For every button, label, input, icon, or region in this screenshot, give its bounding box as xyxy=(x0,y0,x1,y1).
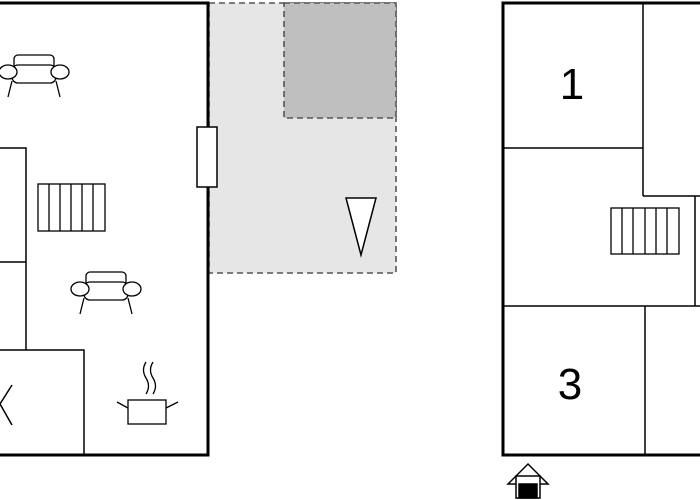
stairs-icon xyxy=(610,207,680,255)
cooking-pot-icon xyxy=(116,361,179,425)
entrance-icon xyxy=(506,462,550,499)
terrace-shaded-area xyxy=(283,2,397,119)
upper-floor-outline xyxy=(501,1,700,457)
upper-floor: 1 3 xyxy=(501,1,700,457)
stairs-icon xyxy=(37,183,106,232)
interior-wall xyxy=(0,147,27,350)
door-swing xyxy=(0,384,13,426)
sofa-icon xyxy=(70,271,142,315)
terrace xyxy=(208,2,397,274)
room-label-1: 1 xyxy=(560,60,584,109)
window-icon xyxy=(196,126,218,188)
sofa-icon xyxy=(0,54,70,98)
orientation-arrow-icon xyxy=(345,197,377,258)
ground-floor xyxy=(0,1,218,457)
ground-floor-outline xyxy=(0,1,210,457)
interior-wall xyxy=(0,349,85,455)
room-label-3: 3 xyxy=(558,360,582,409)
